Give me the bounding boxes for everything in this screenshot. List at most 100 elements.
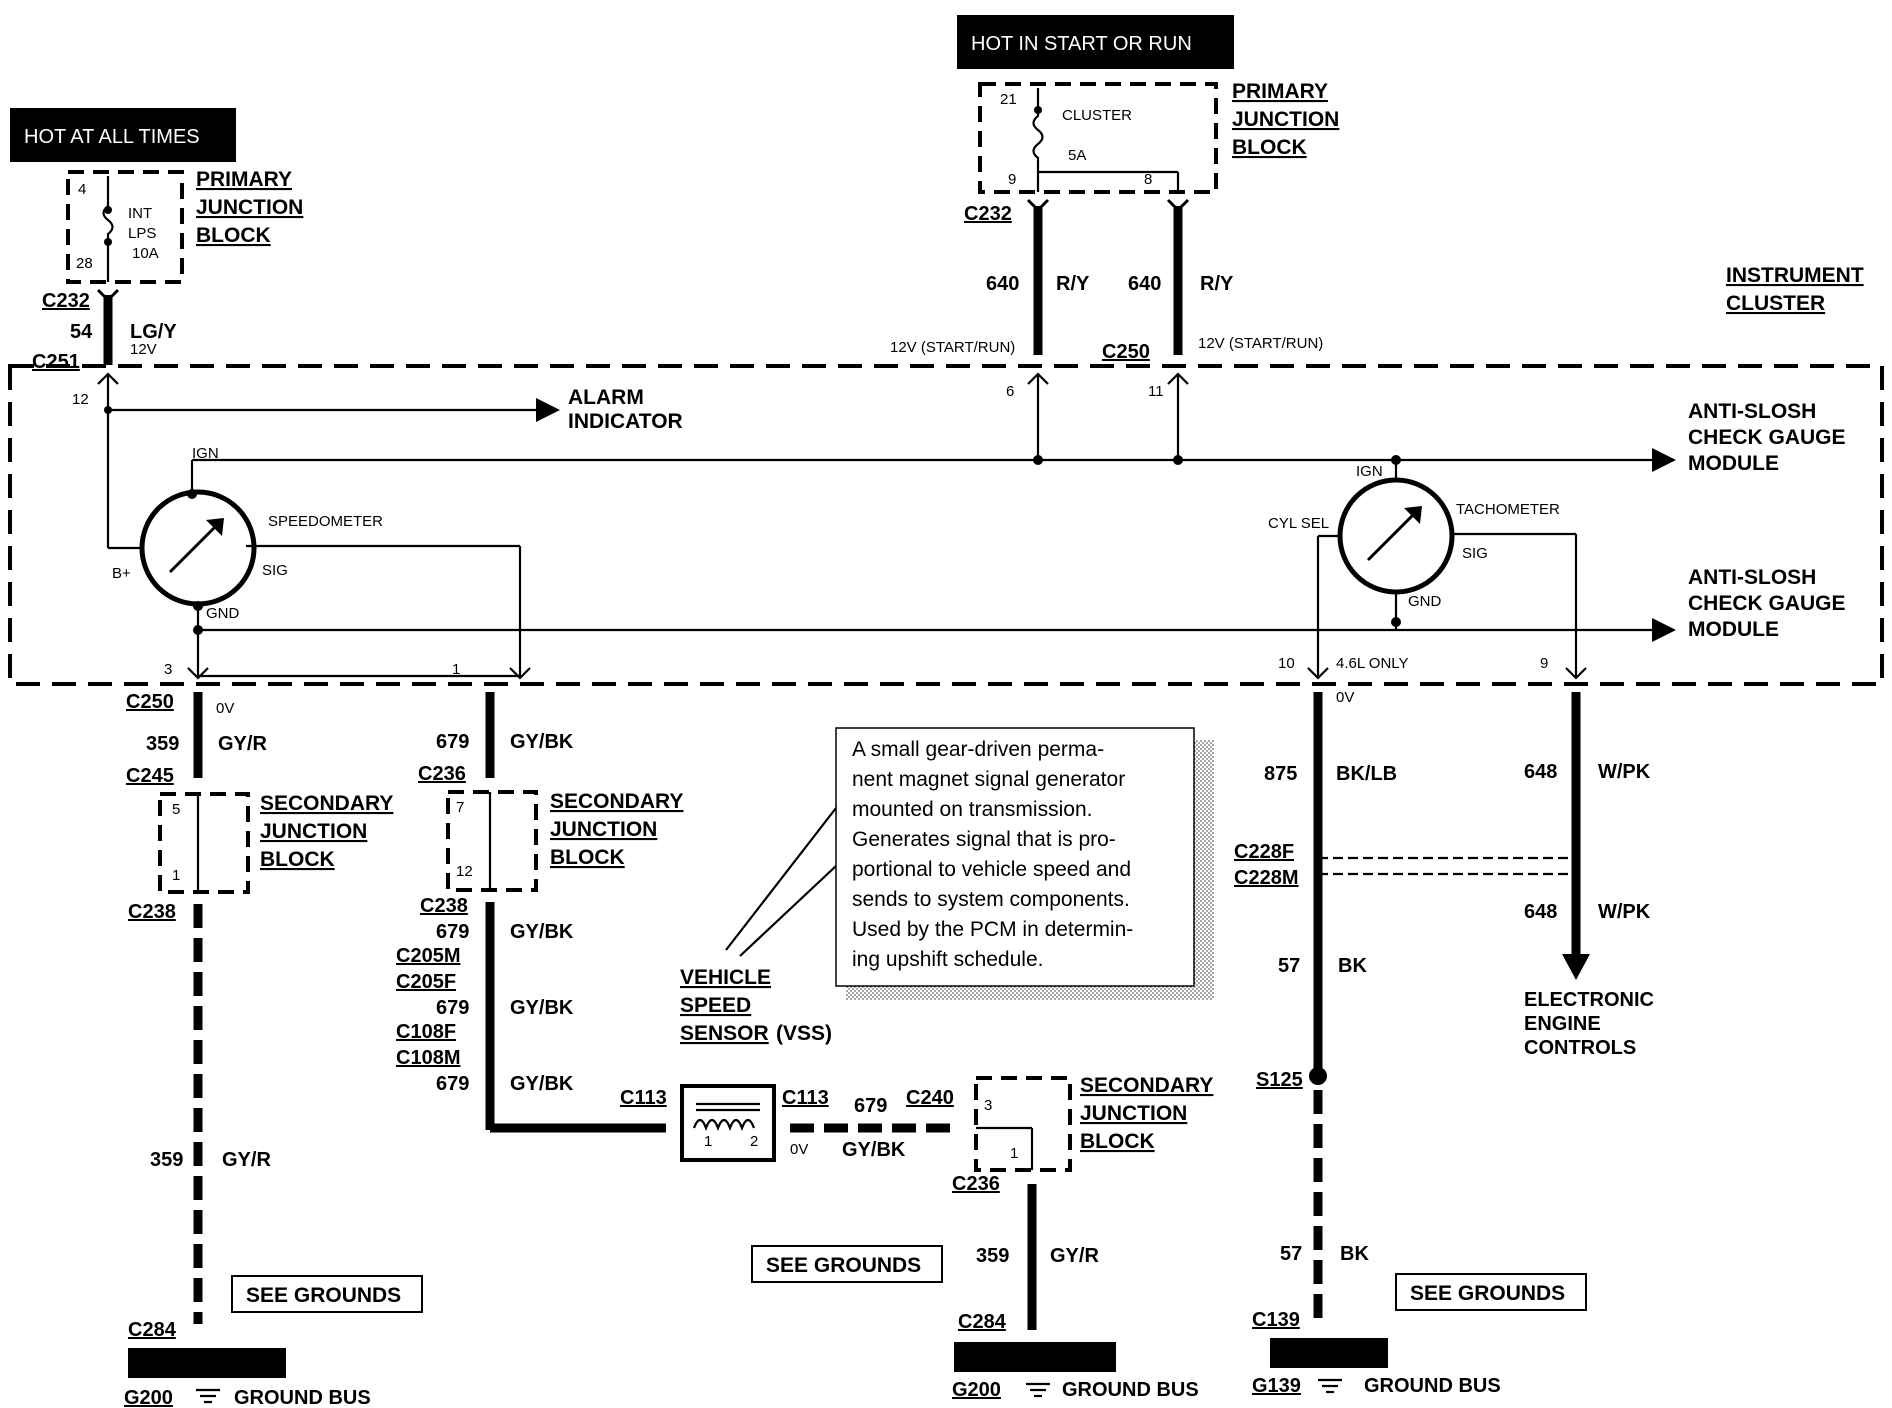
svg-text:C250: C250 — [126, 691, 174, 713]
hot-at-all-times-label: HOT AT ALL TIMES — [10, 108, 236, 162]
ground-symbol-icon — [1026, 1382, 1050, 1398]
svg-text:5: 5 — [172, 801, 180, 818]
svg-text:JUNCTION: JUNCTION — [1080, 1102, 1187, 1125]
svg-text:CYL SEL: CYL SEL — [1268, 515, 1329, 532]
svg-text:JUNCTION: JUNCTION — [550, 818, 657, 841]
svg-text:C108F: C108F — [396, 1021, 456, 1043]
svg-text:C232: C232 — [42, 290, 90, 312]
svg-text:GY/R: GY/R — [218, 733, 267, 755]
svg-text:648: 648 — [1524, 761, 1557, 783]
svg-text:Used by the PCM in determin-: Used by the PCM in determin- — [852, 918, 1133, 941]
svg-text:4.6L ONLY: 4.6L ONLY — [1336, 655, 1409, 672]
antislosh-arrow-bottom-icon — [1652, 618, 1676, 642]
svg-text:57: 57 — [1278, 955, 1300, 977]
hot-in-start-or-run-label: HOT IN START OR RUN — [957, 15, 1234, 69]
svg-text:679: 679 — [436, 997, 469, 1019]
svg-text:INSTRUMENT: INSTRUMENT — [1726, 264, 1864, 287]
svg-text:BK: BK — [1338, 955, 1367, 977]
see-grounds-box-3: SEE GROUNDS — [1395, 1273, 1587, 1311]
svg-text:679: 679 — [854, 1095, 887, 1117]
svg-text:359: 359 — [976, 1245, 1009, 1267]
secondary-junction-block-1: 5 1 SECONDARY JUNCTION BLOCK — [158, 792, 393, 894]
svg-text:GROUND BUS: GROUND BUS — [1364, 1375, 1501, 1397]
svg-text:GY/BK: GY/BK — [510, 997, 574, 1019]
svg-text:4: 4 — [78, 181, 86, 198]
svg-text:S125: S125 — [1256, 1069, 1303, 1091]
svg-text:BLOCK: BLOCK — [1080, 1130, 1155, 1153]
svg-text:57: 57 — [1280, 1243, 1302, 1265]
svg-text:BK: BK — [1340, 1243, 1369, 1265]
vehicle-speed-sensor: 1 2 — [680, 1084, 776, 1162]
svg-text:0V: 0V — [1336, 689, 1354, 706]
svg-text:LG/Y: LG/Y — [130, 321, 177, 343]
svg-text:JUNCTION: JUNCTION — [1232, 108, 1339, 131]
svg-text:12V (START/RUN): 12V (START/RUN) — [1198, 335, 1323, 352]
svg-text:BLOCK: BLOCK — [260, 848, 335, 871]
svg-text:CLUSTER: CLUSTER — [1062, 107, 1132, 124]
ground-bus-g200-left — [128, 1348, 286, 1378]
svg-text:BLOCK: BLOCK — [196, 224, 271, 247]
svg-text:1: 1 — [704, 1133, 712, 1150]
svg-text:5A: 5A — [1068, 147, 1086, 164]
svg-text:BLOCK: BLOCK — [1232, 136, 1307, 159]
svg-text:HOT IN START OR RUN: HOT IN START OR RUN — [971, 33, 1192, 55]
svg-text:3: 3 — [984, 1097, 992, 1114]
svg-text:mounted on transmission.: mounted on transmission. — [852, 798, 1092, 821]
svg-text:portional to vehicle speed and: portional to vehicle speed and — [852, 858, 1131, 881]
svg-text:C113: C113 — [782, 1087, 829, 1109]
svg-text:SECONDARY: SECONDARY — [550, 790, 683, 813]
svg-text:7: 7 — [456, 799, 464, 816]
svg-text:640: 640 — [1128, 273, 1161, 295]
svg-text:INDICATOR: INDICATOR — [568, 410, 683, 433]
svg-text:1: 1 — [1010, 1145, 1018, 1162]
svg-text:A small gear-driven perma-: A small gear-driven perma- — [852, 738, 1104, 761]
ground-symbol-icon — [196, 1388, 220, 1404]
vss-description-note: A small gear-driven perma- nent magnet s… — [835, 727, 1214, 1000]
svg-text:VEHICLE: VEHICLE — [680, 966, 771, 989]
svg-text:54: 54 — [70, 321, 93, 343]
svg-text:C238: C238 — [128, 901, 176, 923]
svg-text:SPEED: SPEED — [680, 994, 751, 1017]
svg-text:C205M: C205M — [396, 945, 460, 967]
svg-text:SIG: SIG — [1462, 545, 1488, 562]
svg-text:GY/R: GY/R — [222, 1149, 271, 1171]
svg-text:MODULE: MODULE — [1688, 452, 1779, 475]
svg-text:B+: B+ — [112, 565, 131, 582]
see-grounds-box-2: SEE GROUNDS — [751, 1245, 943, 1283]
antislosh-arrow-top-icon — [1652, 448, 1676, 472]
svg-text:LPS: LPS — [128, 225, 156, 242]
svg-text:JUNCTION: JUNCTION — [196, 196, 303, 219]
svg-text:SECONDARY: SECONDARY — [1080, 1074, 1213, 1097]
svg-text:9: 9 — [1540, 655, 1548, 672]
svg-text:SEE GROUNDS: SEE GROUNDS — [246, 1284, 401, 1307]
svg-text:G200: G200 — [952, 1379, 1001, 1401]
instrument-cluster-boundary — [8, 364, 1884, 686]
svg-text:8: 8 — [1144, 171, 1152, 188]
svg-text:W/PK: W/PK — [1598, 761, 1651, 783]
svg-text:359: 359 — [150, 1149, 183, 1171]
svg-text:640: 640 — [986, 273, 1019, 295]
svg-text:GROUND BUS: GROUND BUS — [1062, 1379, 1199, 1401]
svg-text:sends to system components.: sends to system components. — [852, 888, 1130, 911]
svg-text:12V (START/RUN): 12V (START/RUN) — [890, 339, 1015, 356]
svg-text:C228F: C228F — [1234, 841, 1294, 863]
svg-text:SEE GROUNDS: SEE GROUNDS — [1410, 1282, 1565, 1305]
svg-text:28: 28 — [76, 255, 93, 272]
svg-text:679: 679 — [436, 921, 469, 943]
svg-text:C284: C284 — [958, 1311, 1007, 1333]
svg-text:GROUND BUS: GROUND BUS — [234, 1387, 371, 1408]
svg-text:C236: C236 — [952, 1173, 1000, 1195]
svg-text:G139: G139 — [1252, 1375, 1301, 1397]
svg-text:nent magnet signal generator: nent magnet signal generator — [852, 768, 1125, 791]
svg-text:TACHOMETER: TACHOMETER — [1456, 501, 1560, 518]
svg-text:1: 1 — [452, 661, 460, 678]
svg-text:INT: INT — [128, 205, 152, 222]
svg-text:GND: GND — [1408, 593, 1442, 610]
svg-text:C139: C139 — [1252, 1309, 1300, 1331]
svg-text:0V: 0V — [216, 700, 234, 717]
svg-text:SECONDARY: SECONDARY — [260, 792, 393, 815]
svg-text:2: 2 — [750, 1133, 758, 1150]
svg-text:SIG: SIG — [262, 562, 288, 579]
svg-text:SENSOR: SENSOR — [680, 1022, 769, 1045]
